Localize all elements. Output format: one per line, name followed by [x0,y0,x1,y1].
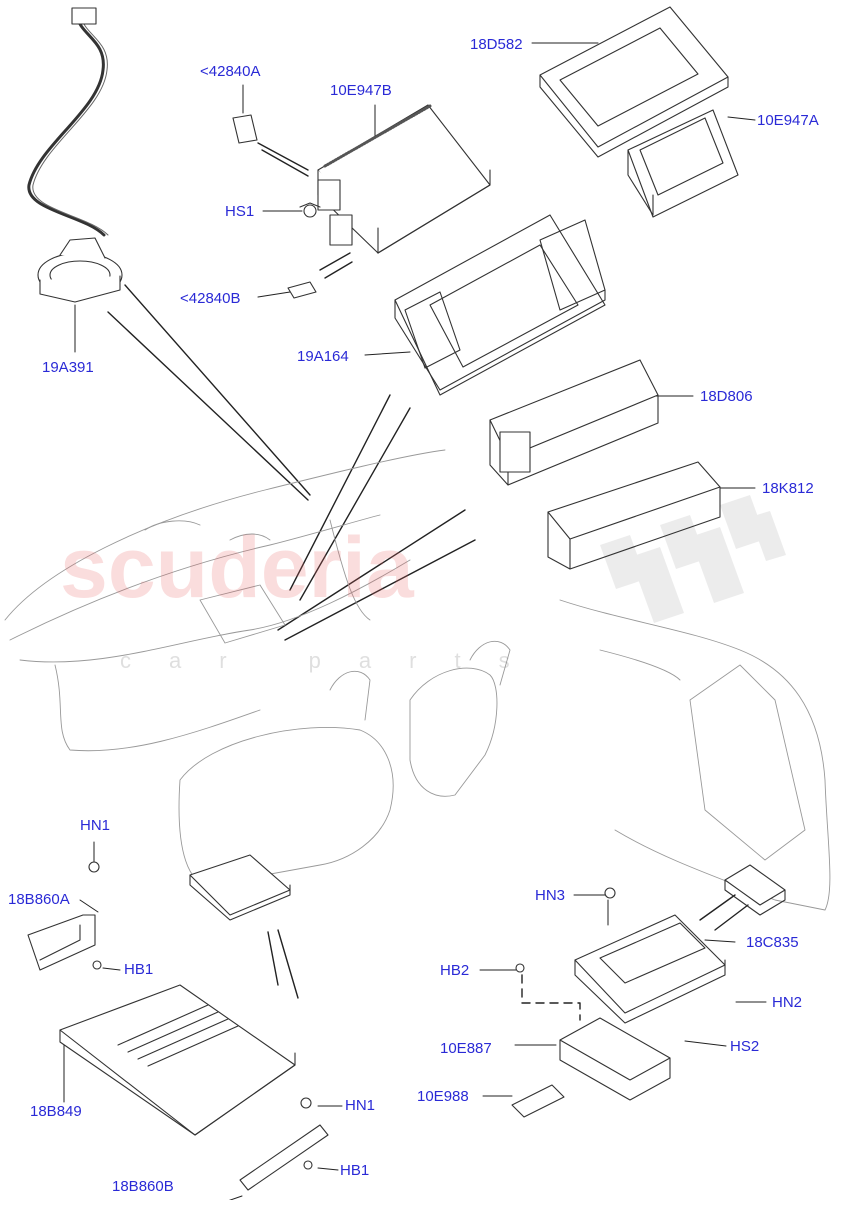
watermark-sub: car parts [120,648,548,673]
part-18b849-amplifier [59,984,296,1136]
label-19a391: 19A391 [42,359,94,376]
part-10e887-module [559,1017,671,1101]
part-hs1-screw [299,202,321,218]
watermark-flag [600,495,786,623]
part-10e947b-module [317,104,491,254]
label-hs1: HS1 [225,203,255,220]
part-18d806-unit [489,359,659,486]
part-10e947a-display [627,109,739,218]
watermark-brand: scuderia [60,520,414,616]
seat-outline [178,599,831,911]
label-18d806: 18D806 [700,388,753,405]
label-18b860a: 18B860A [8,891,70,908]
part-19a391-cable [27,7,123,303]
callout-lines [107,142,749,1021]
label-hb1-right: HB1 [340,1162,370,1179]
part-18c835-bracket [515,887,726,1024]
part-42840-pads [232,114,317,299]
leader-lines [63,42,767,1205]
part-10e988-pad [511,1084,565,1118]
label-10e988: 10E988 [417,1088,469,1105]
label-hb2: HB2 [440,962,470,979]
label-18b860b: 18B860B [112,1178,174,1195]
label-42840a: <42840A [200,63,261,80]
dashboard-outline [4,449,446,752]
label-10e947a: 10E947A [757,112,819,129]
label-18c835: 18C835 [746,934,799,951]
label-hn3: HN3 [535,887,566,904]
part-18d582-bezel [539,6,729,158]
label-19a164: 19A164 [297,348,349,365]
part-underseat-amp [189,854,291,921]
part-18b860b-bracket [239,1097,329,1191]
part-rear-connector [724,864,786,916]
part-18b860a-bracket [27,861,102,971]
label-18b849: 18B849 [30,1103,82,1120]
label-hn1-left: HN1 [80,817,111,834]
label-42840b: <42840B [180,290,241,307]
label-hb1-left: HB1 [124,961,154,978]
part-19a164-head-unit [394,214,606,396]
label-hs2: HS2 [730,1038,760,1055]
part-18k812-unit [547,461,721,570]
label-hn2: HN2 [772,994,803,1011]
label-18d582: 18D582 [470,36,523,53]
label-10e947b: 10E947B [330,82,392,99]
label-hn1-right: HN1 [345,1097,376,1114]
label-10e887: 10E887 [440,1040,492,1057]
label-18k812: 18K812 [762,480,814,497]
